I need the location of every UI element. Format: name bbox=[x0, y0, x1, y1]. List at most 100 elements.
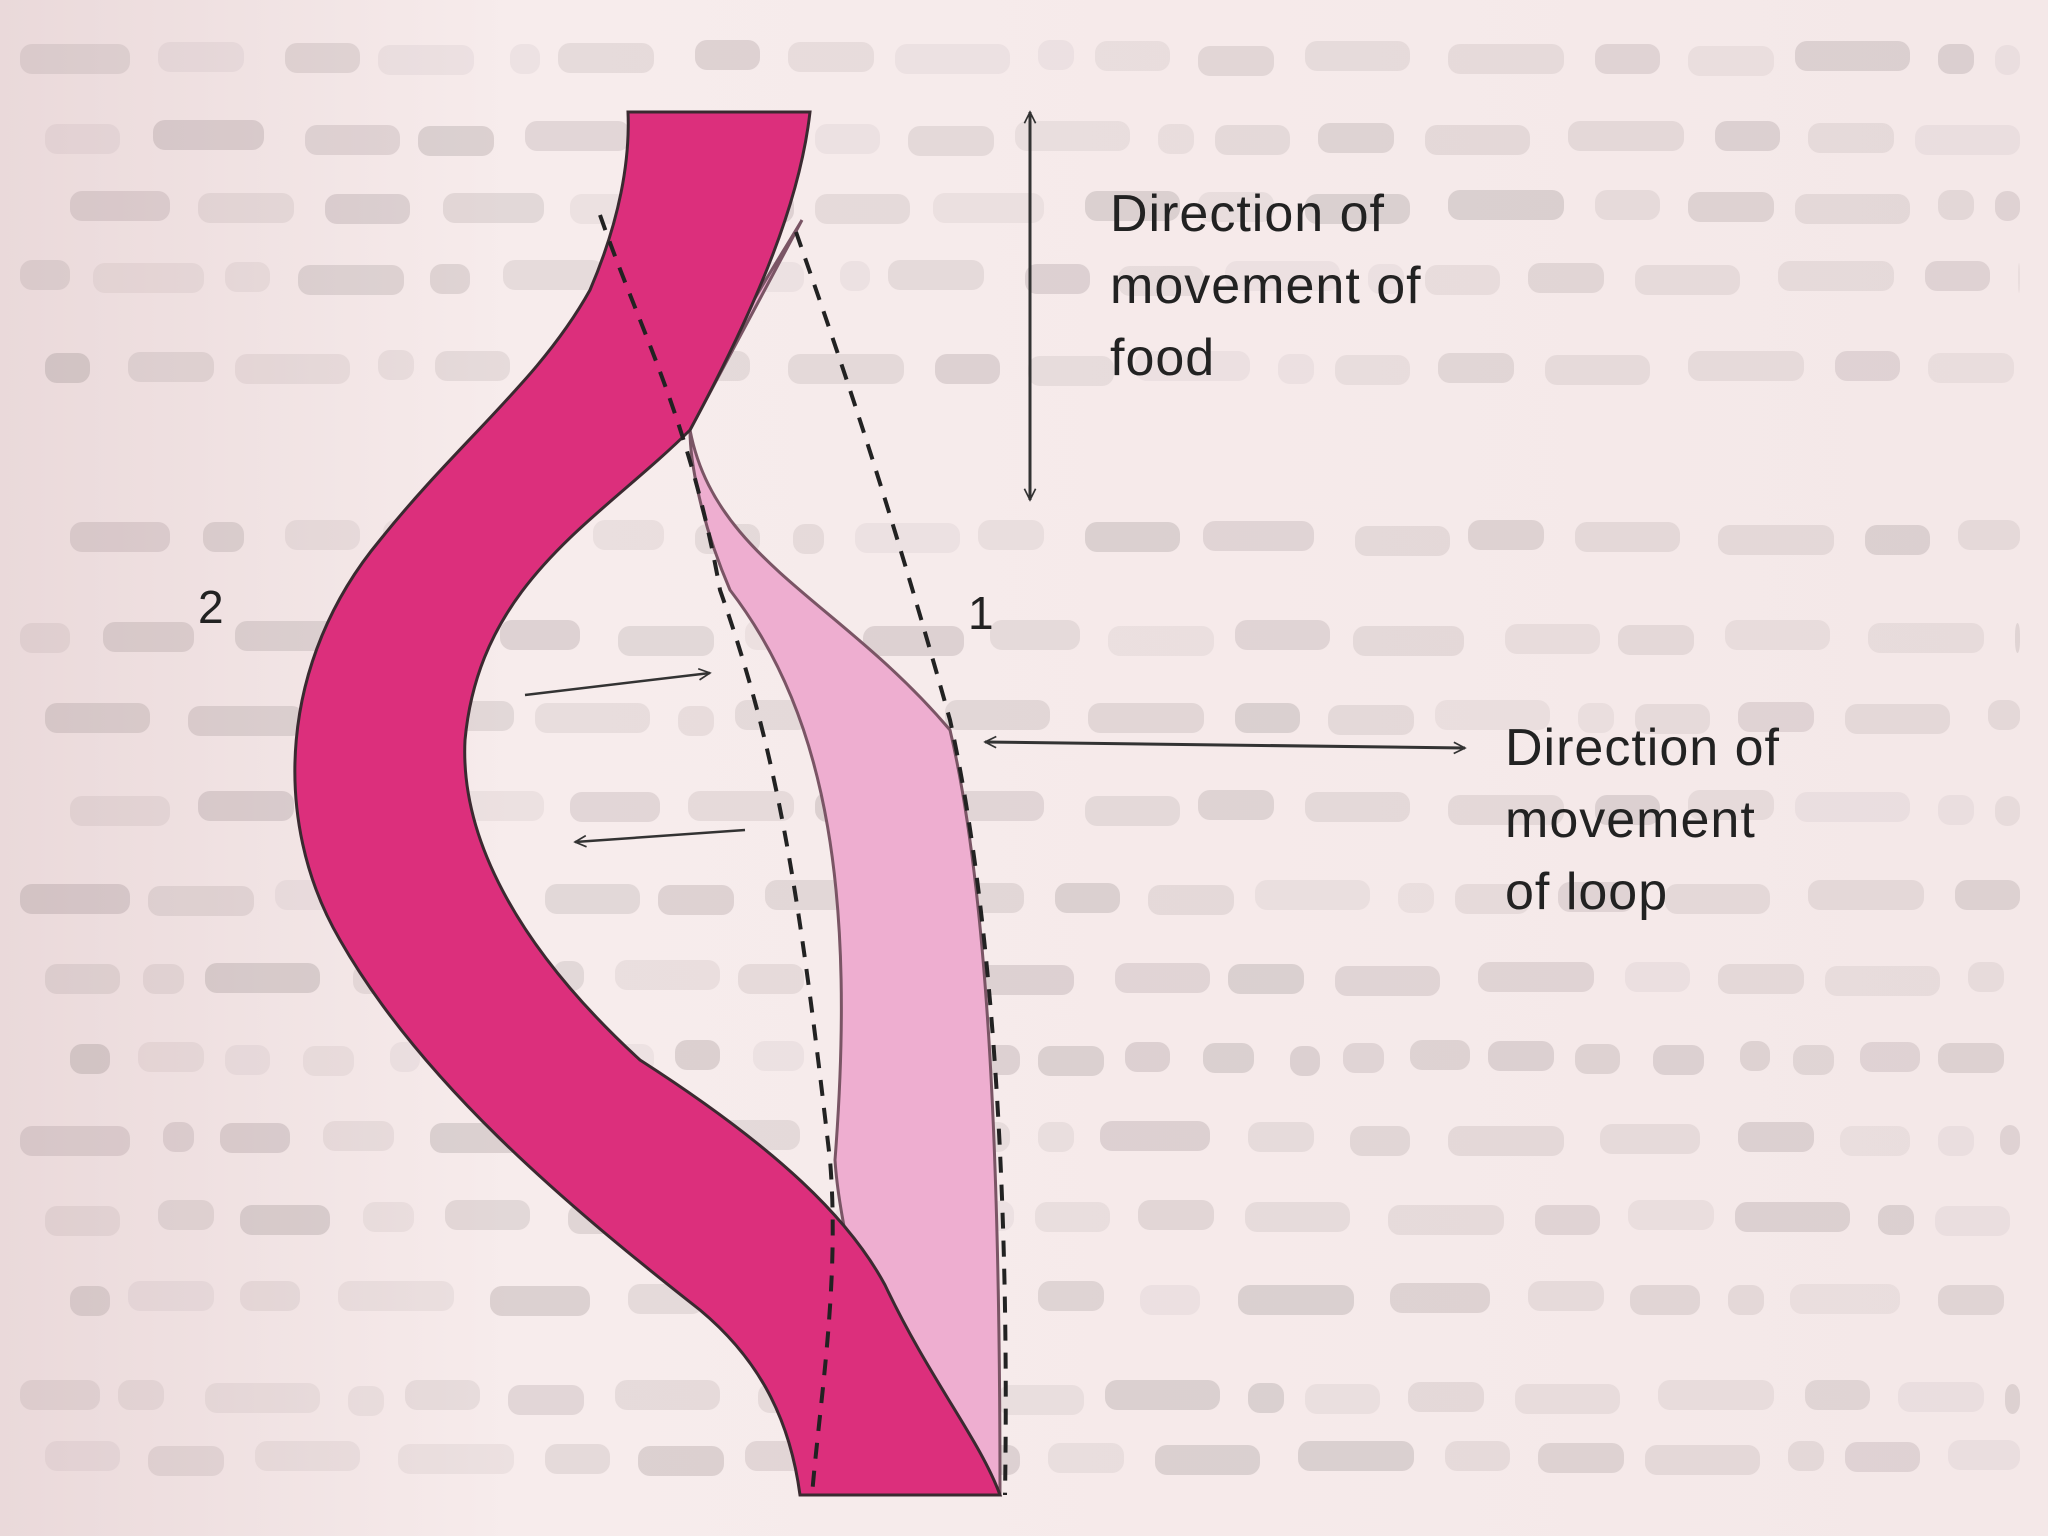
bleed-through-stroke bbox=[558, 43, 654, 73]
bleed-through-stroke bbox=[435, 351, 510, 381]
bleed-through-stroke bbox=[1038, 40, 1074, 70]
bleed-through-stroke bbox=[1988, 700, 2020, 730]
bleed-through-stroke bbox=[1630, 1285, 1700, 1315]
bleed-through-stroke bbox=[1778, 261, 1894, 291]
bleed-through-stroke bbox=[840, 261, 870, 291]
bleed-through-stroke bbox=[1398, 883, 1434, 913]
loop-direction-label-line-3: of loop bbox=[1505, 863, 1669, 921]
bleed-through-stroke bbox=[1335, 966, 1440, 996]
bleed-through-stroke bbox=[1968, 962, 2004, 992]
bleed-through-stroke bbox=[753, 1041, 804, 1071]
bleed-through-stroke bbox=[658, 885, 734, 915]
food-direction-label: Direction of movement of food bbox=[1110, 178, 1422, 394]
loop-1-dashed-outline-left bbox=[598, 214, 835, 1496]
bleed-through-stroke bbox=[978, 520, 1044, 550]
bleed-through-stroke bbox=[20, 1126, 130, 1156]
bleed-through-stroke bbox=[1955, 880, 2020, 910]
bleed-through-stroke bbox=[1140, 1285, 1200, 1315]
bleed-through-stroke bbox=[1305, 41, 1410, 71]
bleed-through-stroke bbox=[363, 1202, 414, 1232]
bleed-through-stroke bbox=[1305, 792, 1410, 822]
bleed-through-stroke bbox=[1725, 620, 1830, 650]
bleed-through-stroke bbox=[1328, 705, 1414, 735]
bleed-through-stroke bbox=[1578, 703, 1614, 733]
bleed-through-stroke bbox=[1125, 1042, 1170, 1072]
food-direction-label-line-3: food bbox=[1110, 329, 1216, 387]
bleed-through-stroke bbox=[443, 193, 544, 223]
bleed-through-stroke bbox=[188, 706, 304, 736]
bleed-through-stroke bbox=[103, 622, 194, 652]
bleed-through-stroke bbox=[1865, 525, 1930, 555]
bleed-through-stroke bbox=[1435, 700, 1550, 730]
bleed-through-stroke bbox=[205, 1383, 320, 1413]
bleed-through-stroke bbox=[418, 126, 494, 156]
bleed-through-stroke bbox=[1595, 795, 1660, 825]
bleed-through-stroke bbox=[1085, 522, 1180, 552]
bleed-through-stroke bbox=[1425, 265, 1500, 295]
food-direction-label-line-1: Direction of bbox=[1110, 185, 1385, 243]
bleed-through-stroke bbox=[1600, 1124, 1700, 1154]
loop-direction-label: Direction of movement of loop bbox=[1505, 712, 1780, 928]
bleed-through-stroke bbox=[1728, 1285, 1764, 1315]
bleed-through-stroke bbox=[203, 522, 244, 552]
bleed-through-stroke bbox=[1688, 46, 1774, 76]
bleed-through-stroke bbox=[1505, 624, 1600, 654]
bleed-through-stroke bbox=[1438, 353, 1514, 383]
bleed-through-stroke bbox=[1790, 1284, 1900, 1314]
bleed-through-stroke bbox=[788, 42, 874, 72]
bleed-through-stroke bbox=[20, 1380, 100, 1410]
bleed-through-stroke bbox=[935, 354, 1000, 384]
bleed-through-stroke bbox=[1938, 795, 1974, 825]
bleed-through-stroke bbox=[1515, 1384, 1620, 1414]
bleed-through-stroke bbox=[70, 522, 170, 552]
bleed-through-stroke bbox=[1835, 351, 1900, 381]
bleed-through-stroke bbox=[158, 1200, 214, 1230]
bleed-through-stroke bbox=[570, 792, 660, 822]
bleed-through-stroke bbox=[2018, 263, 2020, 293]
bleed-through-stroke bbox=[738, 964, 804, 994]
bleed-through-stroke bbox=[1575, 1044, 1620, 1074]
bleed-through-stroke bbox=[1148, 885, 1234, 915]
bleed-through-stroke bbox=[1535, 1205, 1600, 1235]
bleed-through-stroke bbox=[148, 886, 254, 916]
bleed-through-stroke bbox=[675, 1040, 720, 1070]
bleed-through-stroke bbox=[1595, 44, 1660, 74]
bleed-through-stroke bbox=[1215, 125, 1290, 155]
bleed-through-stroke bbox=[1688, 351, 1804, 381]
bleed-through-stroke bbox=[1390, 1283, 1490, 1313]
bleed-through-stroke bbox=[1410, 1040, 1470, 1070]
bleed-through-stroke bbox=[118, 1380, 164, 1410]
bleed-through-stroke bbox=[1448, 795, 1564, 825]
bleed-through-stroke bbox=[323, 1121, 394, 1151]
bleed-through-stroke bbox=[1995, 796, 2020, 826]
bleed-through-stroke bbox=[1318, 123, 1394, 153]
bleed-through-stroke bbox=[815, 124, 880, 154]
bleed-through-stroke bbox=[93, 263, 204, 293]
bleed-through-stroke bbox=[1368, 264, 1404, 294]
bleed-through-stroke bbox=[1688, 192, 1774, 222]
bleed-through-stroke bbox=[1805, 1380, 1870, 1410]
bleed-through-stroke bbox=[240, 1281, 300, 1311]
bleed-through-stroke bbox=[158, 42, 244, 72]
bleed-through-stroke bbox=[1305, 1384, 1380, 1414]
bleed-through-stroke bbox=[1255, 880, 1370, 910]
bleed-through-stroke bbox=[298, 265, 404, 295]
bleed-through-stroke bbox=[1015, 121, 1130, 151]
bleed-through-stroke bbox=[1738, 702, 1814, 732]
bleed-through-stroke bbox=[1928, 353, 2014, 383]
bleed-through-stroke bbox=[855, 523, 960, 553]
bleed-through-stroke bbox=[1088, 703, 1204, 733]
bleed-through-stroke bbox=[378, 350, 414, 380]
bleed-through-stroke bbox=[303, 1046, 354, 1076]
bleed-through-stroke bbox=[525, 121, 630, 151]
bleed-through-stroke bbox=[1538, 1443, 1624, 1473]
bleed-through-stroke bbox=[1718, 525, 1834, 555]
bleed-through-stroke bbox=[1028, 356, 1114, 386]
bleed-through-stroke bbox=[1048, 1443, 1124, 1473]
bleed-through-stroke bbox=[1938, 1043, 2004, 1073]
bleed-through-stroke bbox=[1938, 190, 1974, 220]
bleed-through-stroke bbox=[1335, 355, 1410, 385]
bleed-through-stroke bbox=[338, 1281, 454, 1311]
